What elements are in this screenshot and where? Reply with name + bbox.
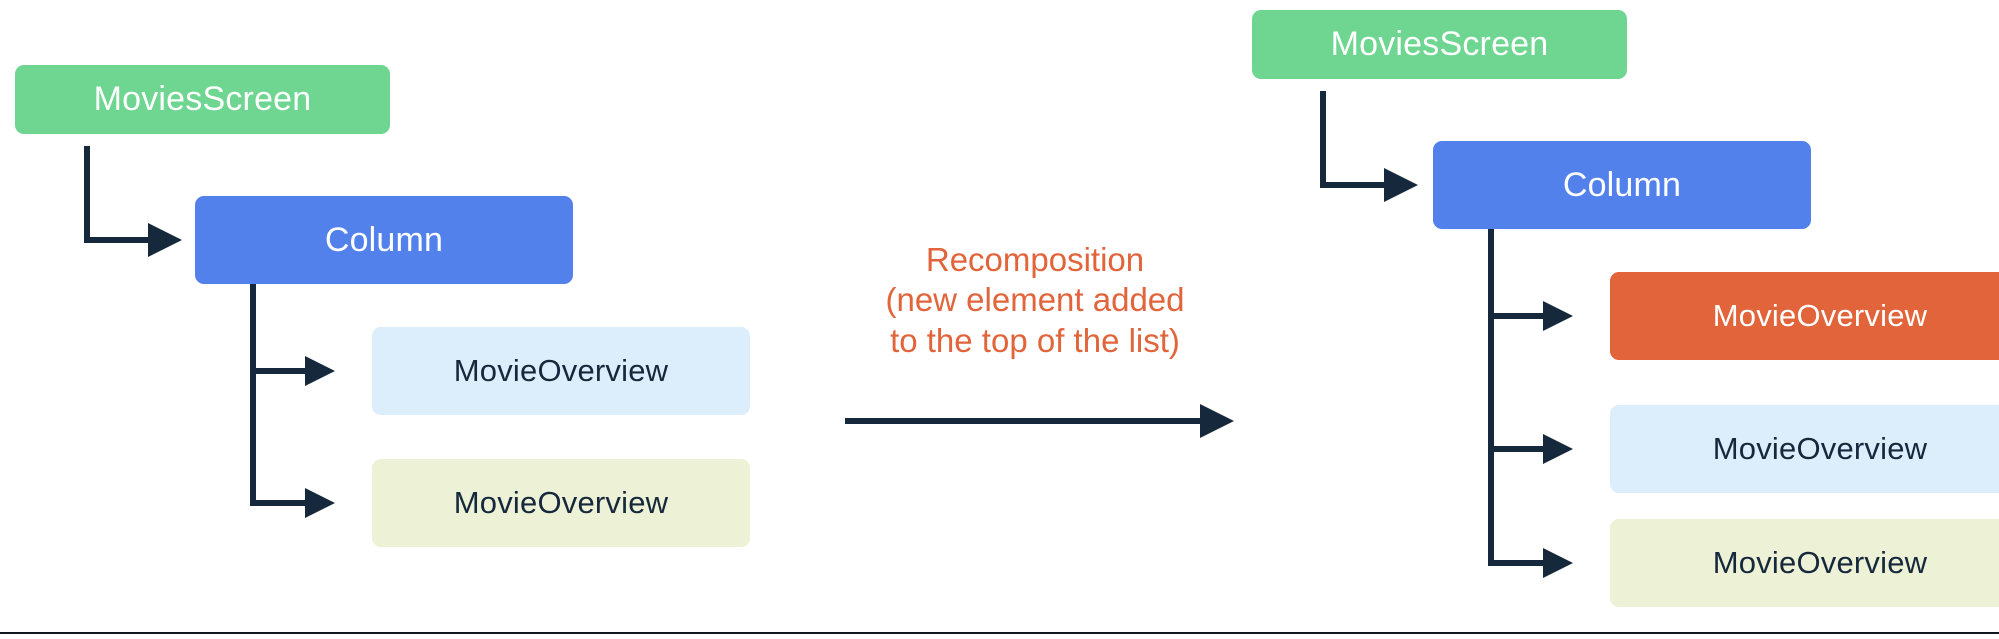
- after-movieoverview-2-label: MovieOverview: [1712, 431, 1928, 466]
- after-branch-1: [1488, 313, 1548, 319]
- after-node-column[interactable]: Column: [1433, 141, 1811, 229]
- after-movieoverview-3-label: MovieOverview: [1712, 545, 1928, 580]
- after-moviesscreen-label: MoviesScreen: [1330, 25, 1549, 63]
- after-branch-3-arrowhead: [1543, 548, 1573, 578]
- after-movieoverview-1-label: MovieOverview: [1712, 298, 1928, 333]
- before-movieoverview-2-label: MovieOverview: [453, 485, 669, 520]
- before-branch-1-arrowhead: [305, 356, 335, 386]
- after-node-moviesscreen[interactable]: MoviesScreen: [1252, 10, 1627, 79]
- after-branch-1-arrowhead: [1543, 301, 1573, 331]
- before-branch-2-arrowhead: [305, 488, 335, 518]
- bottom-divider: [0, 632, 1999, 634]
- after-node-movieoverview-2[interactable]: MovieOverview: [1610, 405, 1999, 493]
- transition-arrow-head: [1200, 404, 1234, 438]
- before-trunk: [250, 284, 256, 506]
- after-node-movieoverview-3[interactable]: MovieOverview: [1610, 519, 1999, 607]
- after-branch-2-arrowhead: [1543, 434, 1573, 464]
- after-elbow-horizontal: [1320, 182, 1390, 188]
- before-branch-1: [250, 368, 310, 374]
- before-node-moviesscreen[interactable]: MoviesScreen: [15, 65, 390, 134]
- before-column-label: Column: [324, 220, 444, 259]
- before-node-movieoverview-2[interactable]: MovieOverview: [372, 459, 750, 547]
- after-node-movieoverview-1[interactable]: MovieOverview: [1610, 272, 1999, 360]
- before-moviesscreen-label: MoviesScreen: [93, 80, 312, 118]
- before-node-column[interactable]: Column: [195, 196, 573, 284]
- after-trunk: [1488, 229, 1494, 566]
- before-branch-2: [250, 500, 310, 506]
- after-column-label: Column: [1562, 165, 1682, 204]
- after-elbow-arrowhead: [1384, 168, 1418, 202]
- before-elbow-vertical: [84, 146, 90, 243]
- recomposition-label: Recomposition (new element added to the …: [885, 241, 1185, 359]
- after-branch-3: [1488, 560, 1548, 566]
- before-node-movieoverview-1[interactable]: MovieOverview: [372, 327, 750, 415]
- after-branch-2: [1488, 446, 1548, 452]
- before-elbow-horizontal: [84, 237, 154, 243]
- after-elbow-vertical: [1320, 91, 1326, 188]
- transition-arrow-shaft: [845, 418, 1205, 424]
- before-movieoverview-1-label: MovieOverview: [453, 353, 669, 388]
- before-elbow-arrowhead: [148, 223, 182, 257]
